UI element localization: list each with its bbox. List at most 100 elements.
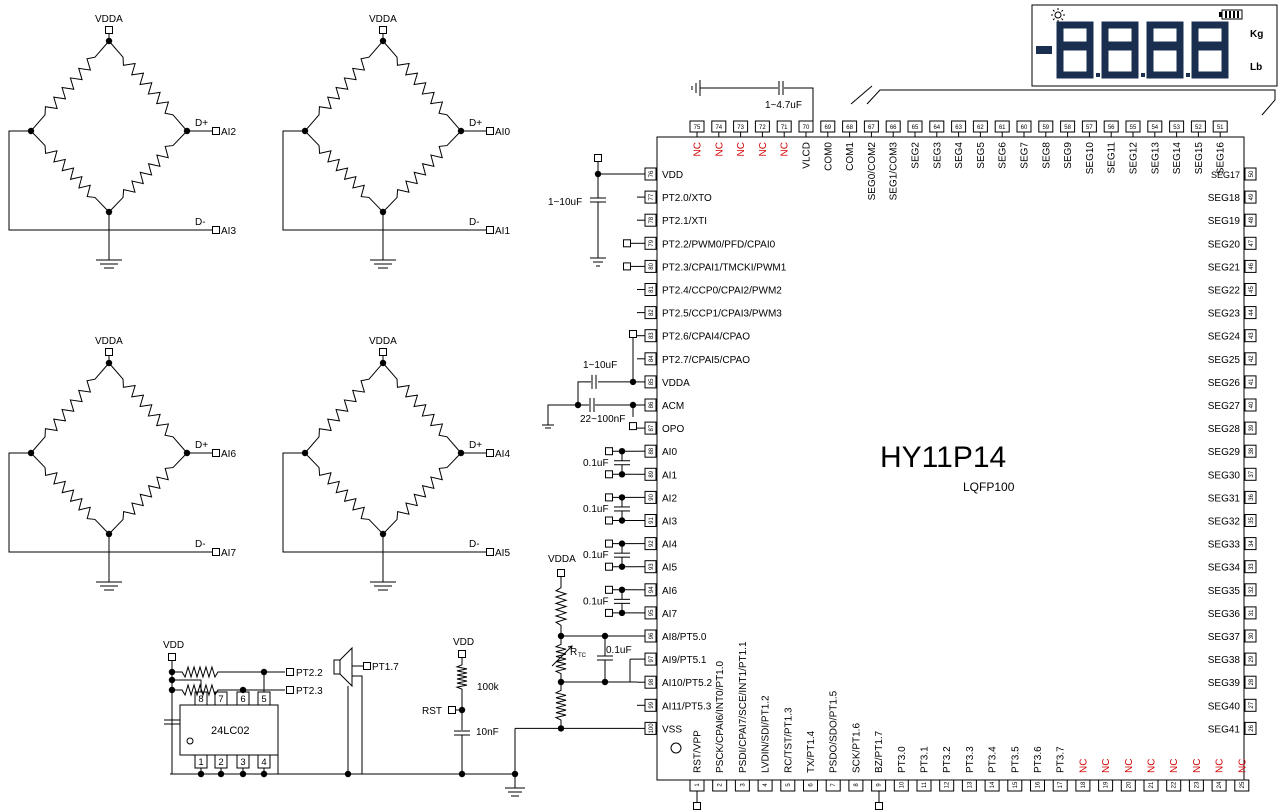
pin-number-box bbox=[1244, 352, 1257, 366]
pin-number: 87 bbox=[649, 424, 655, 431]
wire bbox=[352, 675, 363, 774]
pin-label-left: AI1 bbox=[662, 470, 677, 481]
pin-label-right: SEG21 bbox=[1208, 262, 1241, 273]
pin-number: 77 bbox=[649, 193, 655, 200]
pin-number: 64 bbox=[933, 125, 940, 131]
cap-label-vlcd: 1~4.7uF bbox=[765, 100, 802, 111]
terminal bbox=[379, 26, 387, 34]
pin-number-box bbox=[1244, 675, 1257, 689]
pin-number-box bbox=[1244, 652, 1257, 666]
bridge-output-label: AI5 bbox=[495, 548, 510, 559]
pin-number: 6 bbox=[809, 783, 815, 787]
terminal bbox=[605, 470, 613, 479]
pin-label-right: SEG40 bbox=[1208, 701, 1241, 712]
pin-label-top: SEG5 bbox=[976, 142, 987, 169]
pin-number-box bbox=[734, 779, 750, 792]
cap-label-acm: 22~100nF bbox=[580, 414, 625, 425]
pin-number-box bbox=[1244, 375, 1257, 389]
cap-label-rtc: 0.1uF bbox=[606, 645, 632, 656]
pin-label-right: SEG25 bbox=[1208, 355, 1241, 366]
lcd-display: Kg Lb bbox=[850, 4, 1278, 116]
terminal bbox=[212, 127, 220, 135]
pin-number: 41 bbox=[1249, 378, 1255, 385]
pin-label-left: VSS bbox=[662, 724, 682, 735]
pin-label-top: SEG16 bbox=[1216, 142, 1227, 175]
vdda-label: VDDA bbox=[548, 554, 576, 565]
pin-label-top: SEG12 bbox=[1129, 142, 1140, 175]
junction-dot bbox=[618, 494, 626, 501]
pin-number-box bbox=[1030, 779, 1045, 792]
pin-number-box bbox=[1244, 398, 1257, 412]
chip-name: HY11P14 bbox=[880, 441, 1006, 474]
lcd-unit-kg: Kg bbox=[1250, 29, 1263, 40]
vdda-label: VDDA bbox=[369, 14, 397, 25]
pin-label-bottom: TX/PT1.4 bbox=[806, 730, 817, 773]
junction-dot bbox=[105, 359, 113, 367]
left-external-circuitry: 1~10uF1~4.7uF1~10uF22~100nF0.1uF0.1uF0.1… bbox=[170, 80, 814, 797]
resistor bbox=[382, 130, 462, 213]
vdda-label: VDDA bbox=[95, 14, 123, 25]
vdda-label: VDDA bbox=[369, 336, 397, 347]
pin-number: 74 bbox=[715, 125, 722, 131]
pin-number: 93 bbox=[649, 563, 655, 570]
pin-label-left: AI7 bbox=[662, 609, 677, 620]
pin-number-box bbox=[1244, 606, 1257, 620]
pin-label-left: AI2 bbox=[662, 493, 677, 504]
terminal bbox=[875, 802, 883, 810]
terminal bbox=[486, 226, 494, 234]
pin-number: 84 bbox=[649, 355, 655, 362]
pin-number-box bbox=[757, 779, 773, 792]
pin-label-left: PT2.3/CPAI1/TMCKI/PWM1 bbox=[662, 262, 787, 273]
pin-number-box bbox=[1244, 421, 1257, 435]
pin-label-top: COM0 bbox=[823, 142, 834, 171]
eeprom-pin-number: 8 bbox=[198, 694, 203, 705]
pin-number-box bbox=[1234, 779, 1250, 792]
terminal bbox=[448, 706, 456, 714]
pin-label-bottom: NC bbox=[1078, 759, 1089, 773]
pin-number: 58 bbox=[1064, 125, 1071, 131]
pin-number: 98 bbox=[649, 678, 655, 685]
pin-number: 26 bbox=[1249, 724, 1255, 731]
pin-label-top: SEG9 bbox=[1063, 142, 1074, 169]
battery-icon bbox=[1219, 9, 1243, 20]
pin-number: 96 bbox=[649, 632, 655, 639]
junction-dot bbox=[629, 378, 637, 386]
terminal bbox=[105, 348, 113, 356]
bridge-output-label: AI7 bbox=[221, 548, 236, 559]
junction-dot bbox=[379, 37, 387, 45]
resistor bbox=[30, 130, 110, 213]
wire bbox=[629, 658, 637, 682]
pin-number-box bbox=[1244, 467, 1257, 481]
pin-label-left: PT2.0/XTO bbox=[662, 193, 712, 204]
pin-label-bottom: NC bbox=[1147, 759, 1158, 773]
resistor bbox=[30, 362, 110, 454]
pin-number: 13 bbox=[967, 781, 973, 788]
pin-number: 92 bbox=[649, 540, 655, 547]
pin-number-box bbox=[1244, 236, 1257, 250]
pin-number: 94 bbox=[649, 586, 655, 593]
pin-number: 54 bbox=[1151, 125, 1158, 131]
pin-number-box bbox=[961, 779, 977, 792]
pin-label-left: PT2.1/XTI bbox=[662, 216, 707, 227]
pin-label-right: SEG31 bbox=[1208, 493, 1241, 504]
bridge-output-label: AI3 bbox=[221, 226, 236, 237]
bridge-output-label: AI0 bbox=[495, 127, 510, 138]
pin-number: 7 bbox=[831, 783, 837, 787]
pin-label-bottom: PT3.0 bbox=[897, 746, 908, 773]
bridge-output-label: AI1 bbox=[495, 226, 510, 237]
pin-number-box bbox=[1075, 779, 1091, 792]
cap-label-vdda: 1~10uF bbox=[583, 360, 617, 371]
thermistor-arrow bbox=[567, 645, 573, 651]
pin-label-top: NC bbox=[736, 142, 747, 156]
terminal bbox=[605, 447, 613, 456]
pin-number: 19 bbox=[1104, 781, 1110, 788]
pin-label-right: SEG17 bbox=[1211, 170, 1240, 180]
pin-label-bottom: PT3.2 bbox=[942, 746, 953, 773]
terminal bbox=[693, 802, 701, 810]
pin-label-right: SEG30 bbox=[1208, 470, 1241, 481]
pin-label-bottom: PT3.1 bbox=[920, 746, 931, 773]
pin-number-box bbox=[916, 779, 932, 792]
resistor bbox=[304, 452, 384, 535]
dminus-label: D- bbox=[469, 217, 480, 228]
eeprom-pin-number: 7 bbox=[218, 694, 223, 705]
